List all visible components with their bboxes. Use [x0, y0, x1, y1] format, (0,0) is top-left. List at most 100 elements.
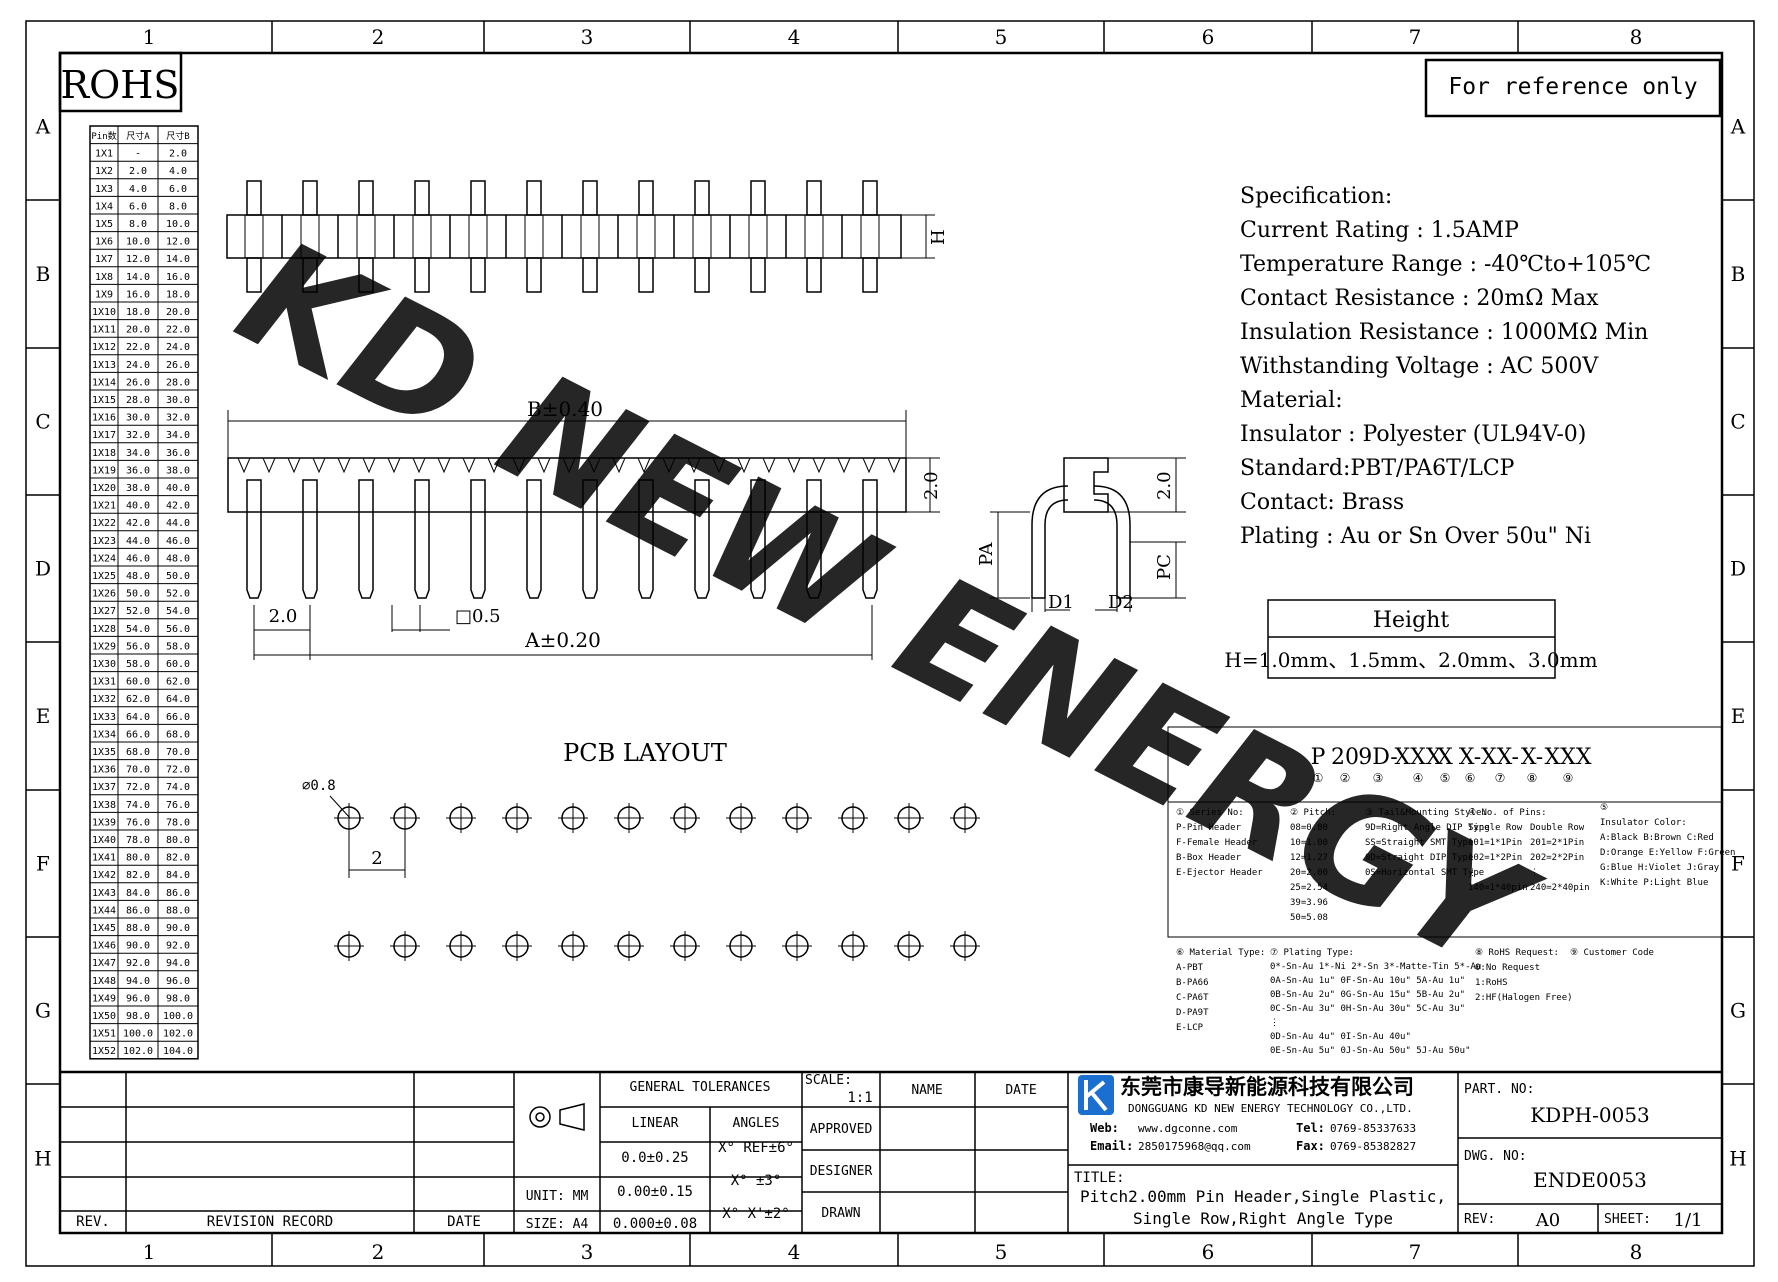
pin-table-cell: 10.0 — [166, 219, 190, 230]
part-code-legend: ① Series No: — [1176, 808, 1244, 818]
pin-table-cell: 74.0 — [126, 800, 150, 811]
rev-header: REV. — [76, 1214, 110, 1230]
pin-table-cell: 1X18 — [92, 448, 116, 459]
row-label: B — [1731, 262, 1746, 286]
reference-box — [1424, 58, 1722, 118]
pin-table-cell: 1X50 — [92, 1011, 116, 1022]
pin-table-cell: 68.0 — [166, 729, 190, 740]
web-label: Web: — [1090, 1121, 1119, 1135]
part-code-legend: 0B-Sn-Au 2u" 0G-Sn-Au 15u" 5B-Au 2u" — [1270, 990, 1465, 1000]
part-code-legend: ④ No. of Pins: — [1468, 808, 1547, 818]
pin-table-cell: 1X19 — [92, 465, 116, 476]
spec-line: Standard:PBT/PA6T/LCP — [1240, 456, 1515, 481]
front-pin — [750, 479, 766, 599]
pin-table-cell: 92.0 — [126, 958, 150, 969]
pin-table-cell: 22.0 — [166, 325, 190, 336]
part-code-legend: 0S=Horizontal SMT Type — [1365, 868, 1484, 878]
pin-table-cell: 1X36 — [92, 765, 116, 776]
pin-table-cell: 1X13 — [92, 360, 116, 371]
pin-table-cell: 88.0 — [126, 923, 150, 934]
side-body — [1063, 457, 1109, 513]
part-code-legend: 102=1*2Pin — [1468, 853, 1522, 863]
pin-table-cell: 1X10 — [92, 307, 116, 318]
spec-line: Contact: Brass — [1240, 490, 1404, 515]
pin-table-cell: 26.0 — [126, 377, 150, 388]
pin-table-cell: 16.0 — [126, 289, 150, 300]
pin-table-cell: 1X26 — [92, 589, 116, 600]
pin-table-cell: 52.0 — [126, 606, 150, 617]
pin-table-cell: 22.0 — [126, 342, 150, 353]
pcb-layout-title: PCB LAYOUT — [563, 739, 727, 767]
pin-table-cell: 86.0 — [166, 888, 190, 899]
pin-table-cell: 56.0 — [166, 624, 190, 635]
part-code-index: ④ — [1413, 771, 1424, 785]
pin-table-cell: 38.0 — [166, 465, 190, 476]
pin-table-cell: 62.0 — [126, 694, 150, 705]
pin-table-cell: 100.0 — [123, 1029, 153, 1040]
pin-table-cell: 66.0 — [166, 712, 190, 723]
row-label: H — [34, 1147, 51, 1171]
pin-table-cell: 80.0 — [126, 853, 150, 864]
part-code-legend: ⑤ — [1600, 803, 1608, 813]
pin-table-cell: 90.0 — [166, 923, 190, 934]
top-pin-lower — [694, 257, 710, 293]
height-title: Height — [1373, 608, 1449, 633]
side-pin-right — [1093, 485, 1131, 599]
pin-table-cell: 14.0 — [126, 272, 150, 283]
col-label: 5 — [995, 25, 1008, 49]
pin-table-header: 尺寸A — [126, 130, 150, 142]
top-pin-upper — [526, 180, 542, 216]
col-label: 2 — [372, 25, 385, 49]
pin-table-cell: 1X45 — [92, 923, 116, 934]
pin-table-cell: 1X40 — [92, 835, 116, 846]
top-pin-upper — [862, 180, 878, 216]
pin-table-cell: 1X42 — [92, 870, 116, 881]
pin-table-cell: 18.0 — [166, 289, 190, 300]
spec-line: Plating : Au or Sn Over 50u" Ni — [1240, 524, 1591, 549]
pin-table-cell: 36.0 — [166, 448, 190, 459]
pin-table-cell: 14.0 — [166, 254, 190, 265]
tolerance-angle: X° REF±6° — [718, 1140, 794, 1156]
pin-table-header: Pin数 — [91, 130, 116, 142]
pin-table-cell: 1X5 — [95, 219, 113, 230]
pin-table-cell: 1X48 — [92, 976, 116, 987]
pin-table-cell: 6.0 — [169, 184, 187, 195]
title-label: TITLE: — [1074, 1170, 1125, 1186]
part-code-segment: 9D- — [1358, 745, 1397, 770]
pin-table-cell: 1X12 — [92, 342, 116, 353]
part-code-legend: B-Box Header — [1176, 853, 1242, 863]
col-label: 2 — [372, 1240, 385, 1264]
pin-table-cell: 72.0 — [166, 765, 190, 776]
pin-table-cell: 78.0 — [166, 817, 190, 828]
part-code-legend: 240=2*40pin — [1530, 883, 1590, 893]
pin-table-cell: 70.0 — [126, 765, 150, 776]
top-pin-upper — [302, 180, 318, 216]
date-header: DATE — [1005, 1083, 1036, 1098]
pin-table-cell: 1X52 — [92, 1046, 116, 1057]
pin-table-cell: 42.0 — [126, 518, 150, 529]
pcb-leader — [329, 795, 351, 819]
fax-value: 0769-85382827 — [1330, 1140, 1416, 1153]
pin-table-cell: 1X3 — [95, 184, 113, 195]
col-label: 4 — [788, 25, 801, 49]
pin-table-cell: 1X34 — [92, 729, 116, 740]
top-pin-upper — [470, 180, 486, 216]
company-logo — [1078, 1075, 1114, 1115]
pin-table-cell: 16.0 — [166, 272, 190, 283]
pin-table-cell: 82.0 — [166, 853, 190, 864]
row-label: F — [1731, 852, 1745, 876]
pin-table-cell: 50.0 — [126, 589, 150, 600]
pin-table-header: 尺寸B — [166, 130, 189, 142]
drawing-title-line1: Pitch2.00mm Pin Header,Single Plastic, — [1080, 1187, 1446, 1206]
front-pin — [582, 479, 598, 599]
top-pin-upper — [246, 180, 262, 216]
scale-value: 1:1 — [847, 1090, 872, 1106]
pin-table-cell: 1X31 — [92, 677, 116, 688]
pin-table-cell: 58.0 — [166, 641, 190, 652]
part-code-legend: ⑨ Customer Code — [1570, 948, 1654, 958]
front-pin — [694, 479, 710, 599]
top-pin-lower — [246, 257, 262, 293]
pin-table-cell: 102.0 — [163, 1029, 193, 1040]
